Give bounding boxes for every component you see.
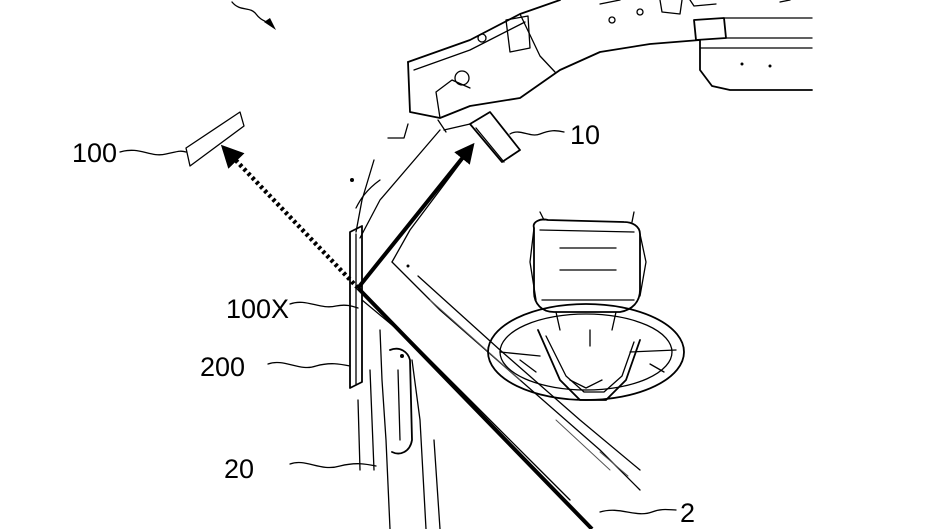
leader-100 [119, 149, 187, 156]
label-20: 20 [224, 454, 254, 484]
leader-10 [509, 130, 565, 136]
incident-ray [356, 286, 594, 529]
virtual-image-ray [220, 144, 360, 290]
virtual-image-plate [185, 111, 245, 167]
leader-lines [119, 130, 677, 515]
door-structure [357, 329, 441, 529]
label-10: 10 [570, 120, 600, 150]
dashboard-structure [387, 0, 813, 139]
steering-wheel [487, 303, 685, 401]
leader-200 [267, 361, 351, 369]
projector-unit [443, 111, 521, 163]
leader-100x [289, 301, 359, 309]
label-200: 200 [200, 352, 245, 382]
label-2: 2 [680, 498, 695, 528]
label-100x: 100X [226, 294, 289, 324]
reference-squiggle-arrow [231, 1, 276, 30]
leader-20 [289, 461, 377, 469]
leader-2 [599, 508, 677, 515]
windshield-frame [350, 129, 641, 501]
reference-labels: 100 10 100X 200 20 2 [72, 120, 695, 528]
label-100: 100 [72, 138, 117, 168]
reflected-ray [356, 142, 475, 290]
optical-paths [220, 142, 594, 529]
windshield-film [349, 225, 363, 389]
driver-seat [529, 211, 647, 331]
